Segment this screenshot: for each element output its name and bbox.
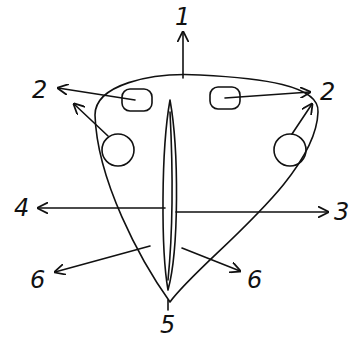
callout-number: 2 bbox=[320, 80, 335, 104]
leader-line bbox=[225, 92, 310, 98]
leader-line bbox=[176, 211, 328, 213]
leader-line bbox=[58, 88, 135, 100]
leader-line bbox=[292, 104, 312, 134]
leader-line bbox=[55, 246, 150, 272]
callout-number: 6 bbox=[30, 268, 45, 292]
leader-line bbox=[182, 248, 240, 271]
callout-number: 4 bbox=[14, 196, 29, 220]
side-opening bbox=[274, 134, 306, 166]
callout-number: 1 bbox=[175, 5, 190, 29]
leader-line bbox=[74, 104, 108, 136]
callout-number: 3 bbox=[334, 200, 349, 224]
side-opening bbox=[102, 134, 134, 166]
callout-number: 6 bbox=[247, 268, 262, 292]
leader-line bbox=[38, 207, 165, 209]
top-opening bbox=[122, 89, 152, 111]
slit bbox=[163, 100, 177, 290]
outline bbox=[95, 75, 318, 302]
callout-number: 5 bbox=[160, 313, 175, 337]
callout-number: 2 bbox=[32, 78, 47, 102]
leader-line bbox=[167, 300, 169, 310]
leader-line bbox=[182, 32, 184, 78]
slit-line bbox=[168, 112, 172, 280]
